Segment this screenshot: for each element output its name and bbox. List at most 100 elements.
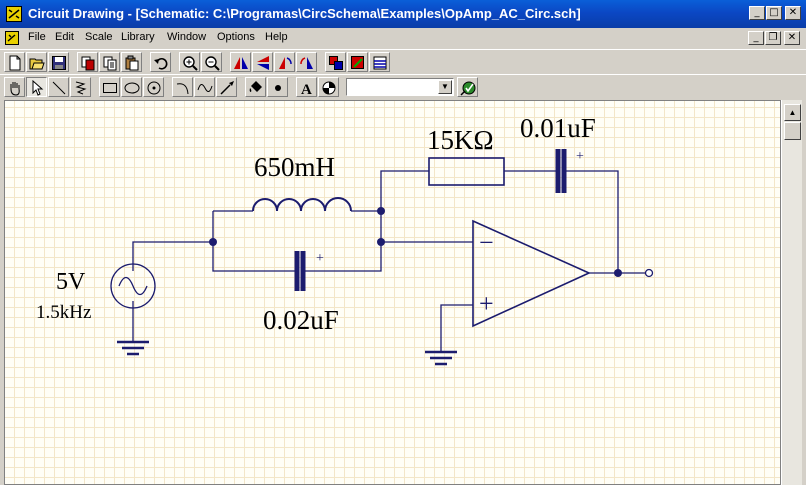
fill-tool-button[interactable]: [245, 77, 266, 97]
probe-icon: [220, 81, 234, 95]
wire-cap-right: [311, 211, 382, 272]
arc-tool-button[interactable]: [172, 77, 193, 97]
ellipse-icon: [124, 82, 140, 94]
inductor-symbol[interactable]: [252, 197, 352, 212]
flip-vertical-icon: [257, 56, 269, 70]
copy-button[interactable]: [99, 52, 120, 72]
menu-options[interactable]: Options: [217, 31, 255, 43]
menu-bar: File Edit Scale Library Window Options H…: [0, 28, 806, 48]
opamp-noninverting-mark: +: [479, 289, 494, 318]
ground-symbol-source: [117, 340, 149, 356]
text-icon: A: [301, 82, 312, 96]
menu-scale[interactable]: Scale: [85, 31, 113, 43]
spring-icon: [75, 81, 87, 95]
circle-icon: [147, 81, 161, 95]
save-icon: [52, 56, 66, 70]
menu-library[interactable]: Library: [121, 31, 155, 43]
cut-button[interactable]: [77, 52, 98, 72]
flip-vertical-button[interactable]: [252, 52, 273, 72]
mdi-minimize-button[interactable]: _: [748, 31, 764, 45]
drawing-toolbar: A ▼: [0, 74, 806, 99]
open-button[interactable]: [26, 52, 47, 72]
rotate-left-icon: [279, 57, 292, 69]
pointer-icon: [32, 80, 44, 96]
menu-edit[interactable]: Edit: [55, 31, 74, 43]
dot-icon: [275, 85, 281, 91]
hand-icon: [10, 82, 20, 96]
maximize-button[interactable]: □: [766, 6, 782, 20]
junction-dot: [209, 238, 217, 246]
feedback-cap-polarity-mark: +: [576, 149, 584, 164]
opamp-inverting-mark: −: [479, 228, 494, 257]
flip-horizontal-icon: [234, 57, 248, 69]
feedback-cap-value-label: 0.01uF: [520, 113, 596, 143]
zoom-in-button[interactable]: [179, 52, 200, 72]
copy-icon: [103, 56, 117, 71]
undo-icon: [154, 58, 168, 70]
new-button[interactable]: [4, 52, 25, 72]
chevron-down-icon[interactable]: ▼: [438, 80, 452, 94]
input-cap-value-label: 0.02uF: [263, 305, 339, 335]
rectangle-icon: [103, 83, 117, 93]
group-button[interactable]: [325, 52, 346, 72]
mdi-restore-button[interactable]: ❐: [765, 31, 781, 45]
spring-tool-button[interactable]: [70, 77, 91, 97]
color-tool-button[interactable]: [318, 77, 339, 97]
zoom-out-icon: [205, 56, 220, 71]
dot-tool-button[interactable]: [267, 77, 288, 97]
line-icon: [52, 81, 66, 95]
apply-button[interactable]: [457, 77, 478, 97]
group-icon: [329, 56, 343, 70]
text-tool-button[interactable]: A: [296, 77, 317, 97]
ellipse-tool-button[interactable]: [121, 77, 142, 97]
ground-symbol-opamp: [425, 350, 457, 366]
line-tool-button[interactable]: [48, 77, 69, 97]
resistor-value-label: 15KΩ: [427, 125, 494, 155]
properties-button[interactable]: [369, 52, 390, 72]
opamp-symbol[interactable]: [472, 219, 591, 328]
rotate-right-button[interactable]: [296, 52, 317, 72]
fill-icon: [249, 81, 262, 92]
title-bar[interactable]: Circuit Drawing - [Schematic: C:\Program…: [0, 0, 806, 28]
schematic-drawing: 5V 1.5kHz 650mH 15KΩ 0.01uF 0.02uF + + −…: [36, 113, 654, 366]
properties-icon: [373, 56, 387, 70]
wire-left-branch: [212, 211, 289, 272]
scroll-up-button[interactable]: ▲: [784, 104, 801, 121]
arc-icon: [176, 83, 189, 95]
ac-source-symbol[interactable]: [110, 263, 156, 309]
resistor-symbol[interactable]: [428, 157, 505, 186]
circle-tool-button[interactable]: [143, 77, 164, 97]
undo-button[interactable]: [150, 52, 171, 72]
feedback-capacitor-symbol[interactable]: [551, 149, 571, 193]
vertical-scrollbar[interactable]: ▲: [781, 100, 802, 485]
close-button[interactable]: ✕: [785, 6, 801, 20]
menu-file[interactable]: File: [28, 31, 46, 43]
scroll-thumb[interactable]: [784, 122, 801, 140]
rectangle-tool-button[interactable]: [99, 77, 120, 97]
source-frequency-label: 1.5kHz: [36, 302, 91, 323]
minimize-button[interactable]: _: [749, 6, 765, 20]
layer-select[interactable]: ▼: [346, 78, 454, 96]
probe-tool-button[interactable]: [216, 77, 237, 97]
save-button[interactable]: [48, 52, 69, 72]
paste-button[interactable]: [121, 52, 142, 72]
pointer-tool-button[interactable]: [26, 77, 47, 97]
hand-tool-button[interactable]: [4, 77, 25, 97]
zoom-out-button[interactable]: [201, 52, 222, 72]
mdi-close-button[interactable]: ✕: [784, 31, 800, 45]
menu-window[interactable]: Window: [167, 31, 207, 43]
junction-dot: [377, 207, 385, 215]
ungroup-button[interactable]: [347, 52, 368, 72]
schematic-canvas[interactable]: 5V 1.5kHz 650mH 15KΩ 0.01uF 0.02uF + + −…: [4, 100, 781, 485]
menu-help[interactable]: Help: [265, 31, 288, 43]
input-capacitor-symbol[interactable]: [289, 251, 311, 291]
color-icon: [322, 81, 336, 95]
document-icon[interactable]: [4, 30, 20, 46]
svg-text:A: A: [301, 82, 312, 96]
rotate-left-button[interactable]: [274, 52, 295, 72]
curve-tool-button[interactable]: [194, 77, 215, 97]
open-icon: [29, 58, 45, 70]
output-terminal[interactable]: [644, 268, 654, 278]
flip-horizontal-button[interactable]: [230, 52, 251, 72]
input-cap-polarity-mark: +: [316, 251, 324, 266]
